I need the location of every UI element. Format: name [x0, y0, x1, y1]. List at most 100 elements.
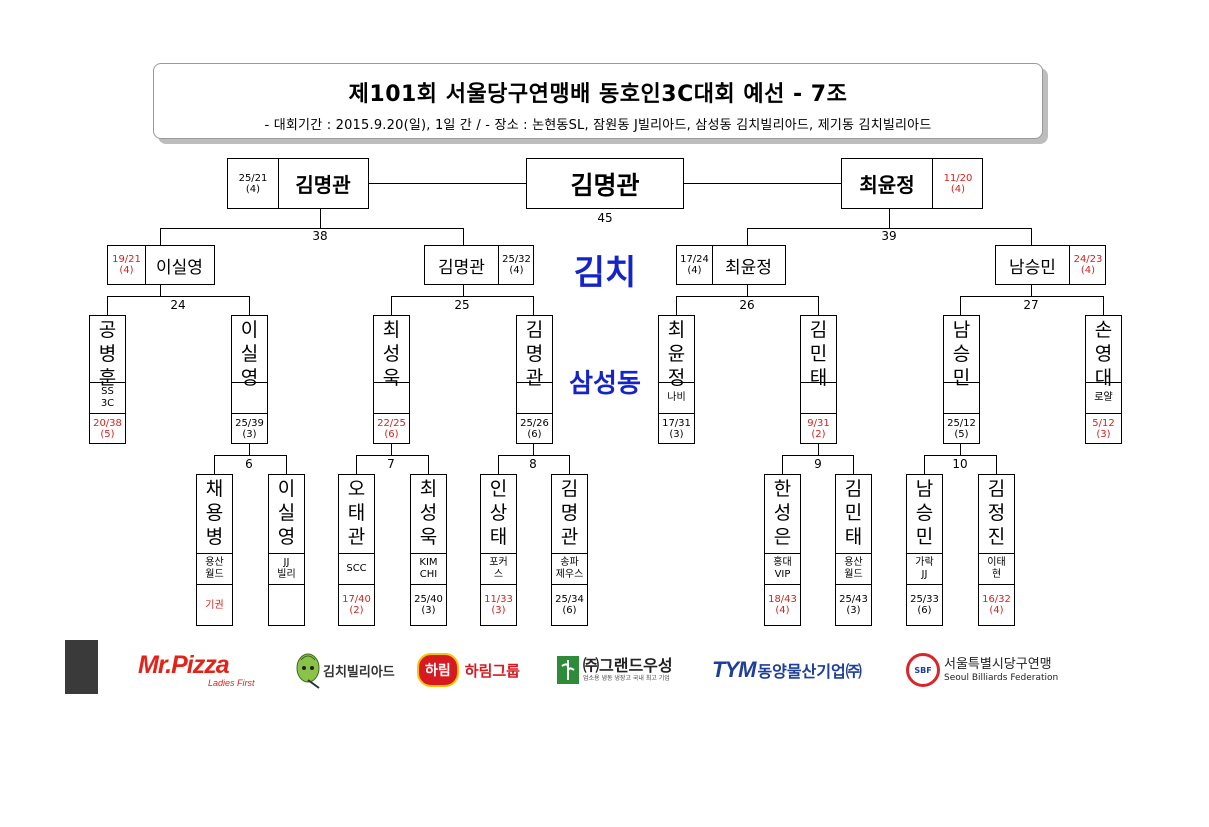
name-char: 공 [98, 319, 117, 341]
name-char: 태 [809, 367, 828, 389]
match-number: 38 [312, 229, 328, 243]
club-cell [517, 382, 552, 414]
score-text: 20/38 [93, 417, 122, 429]
club-cell: KIM CHI [411, 553, 446, 585]
bracket-line [960, 296, 961, 315]
name-char: 영 [277, 526, 296, 548]
club-cell: SCC [339, 553, 374, 585]
match-number: 25 [454, 298, 470, 312]
bracket-line [818, 444, 819, 455]
match-number: 24 [170, 298, 186, 312]
tym-logo: TYM 동양물산기업㈜ [712, 648, 892, 692]
name-char: 인 [489, 478, 508, 500]
score-text: 25/34 [555, 594, 584, 605]
bracket-line [569, 455, 570, 474]
innings-text: (4) [775, 605, 790, 616]
semi-4-score: 24/23(4) [1069, 246, 1106, 284]
innings-text: (3) [421, 605, 436, 616]
club-text: 송파 제우스 [555, 557, 584, 580]
name-char: 대 [1094, 367, 1113, 389]
semi-1-name: 이실영 [156, 257, 203, 278]
bracket-line [463, 285, 464, 296]
score-text: 11/20 [943, 172, 973, 184]
name-char: 한 [773, 478, 792, 500]
bracket-line [924, 455, 996, 456]
club-cell: 포커 스 [481, 553, 516, 585]
bracket-line [960, 444, 961, 455]
score-text: 22/25 [377, 417, 406, 429]
innings-text: (5) [954, 428, 969, 440]
bracket-line [1103, 296, 1104, 315]
score-text: 17/40 [342, 594, 371, 605]
innings-text: (3) [1096, 428, 1111, 440]
score-cell: 20/38(5) [90, 414, 125, 443]
finalist-right-name: 최윤정 [859, 173, 915, 197]
bracket-line [960, 296, 1103, 297]
score-text: 19/21 [112, 254, 141, 265]
bracket-line [369, 183, 526, 184]
innings-text: (6) [384, 428, 399, 440]
score-text: 25/21 [238, 172, 268, 184]
name-char: 남 [952, 319, 971, 341]
innings-text: (4) [245, 183, 261, 195]
innings-text: (3) [242, 428, 257, 440]
score-cell: 11/33(3) [481, 585, 516, 625]
score-text: 18/43 [768, 594, 797, 605]
finalist-left: 25/21 (4) 김명관 [227, 158, 369, 209]
name-char: 김 [560, 478, 579, 500]
name-char: 오 [347, 478, 366, 500]
name-char: 욱 [382, 367, 401, 389]
innings-text: (6) [562, 605, 577, 616]
cabbage-icon [296, 653, 320, 689]
match-number: 7 [387, 457, 395, 471]
score-text: 11/33 [484, 594, 513, 605]
innings-text: (3) [846, 605, 861, 616]
bracket-line [533, 444, 534, 455]
bracket-line [853, 455, 854, 474]
name-char: 정 [667, 367, 686, 389]
name-char: 성 [773, 502, 792, 524]
score-text: 17/31 [662, 417, 691, 429]
event-info: - 대회기간 : 2015.9.20(일), 1일 간 / - 장소 : 논현동… [264, 118, 932, 133]
score-text: 25/32 [502, 254, 531, 265]
score-cell: 25/26(6) [517, 414, 552, 443]
bracket-line [428, 455, 429, 474]
club-text: 가락 JJ [915, 557, 934, 580]
club-text: KIM CHI [419, 557, 438, 580]
innings-text: (6) [917, 605, 932, 616]
club-text: 이태 현 [987, 557, 1006, 580]
match-number: 27 [1023, 298, 1039, 312]
club-cell [374, 382, 409, 414]
score-cell: 5/12(3) [1086, 414, 1121, 443]
bracket-line [286, 455, 287, 474]
name-char: 명 [560, 502, 579, 524]
club-cell [801, 382, 836, 414]
score-text: 25/43 [839, 594, 868, 605]
sbf-badge: SBF [914, 665, 932, 675]
tym-text: 동양물산기업㈜ [757, 662, 862, 681]
kimchi-logo: 김치빌리아드 [293, 648, 403, 692]
name-char: 태 [347, 502, 366, 524]
name-char: 은 [773, 526, 792, 548]
name-char: 최 [382, 319, 401, 341]
name-char: 병 [205, 526, 224, 548]
name-char: 최 [667, 319, 686, 341]
club-cell: 가락 JJ [907, 553, 942, 585]
mrpizza-logo: Mr.Pizza Ladies First [138, 648, 273, 692]
bracket-line [818, 296, 819, 315]
bracket-line [1031, 228, 1032, 245]
name-char: 민 [952, 367, 971, 389]
score-cell: 17/31(3) [659, 414, 694, 443]
